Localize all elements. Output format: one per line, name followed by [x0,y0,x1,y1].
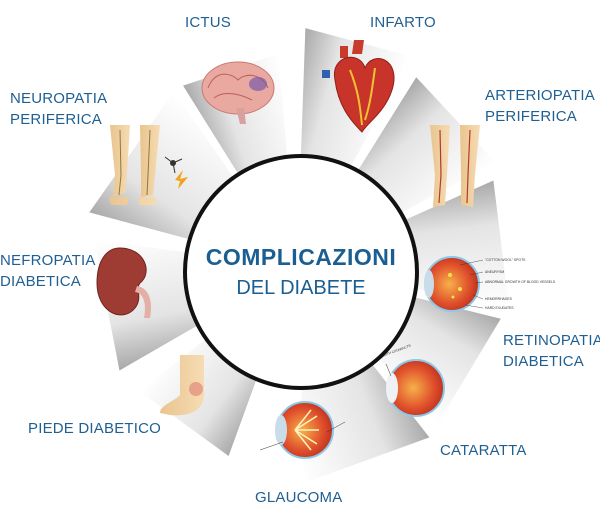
label-line: PERIFERICA [485,108,578,125]
label-arteriopatia: ARTERIOPATIA PERIFERICA [485,85,595,127]
kidney-icon [96,247,152,318]
retina-eye-icon: "COTTON WOOL" SPOTS ANEURYSM ABNORMAL GR… [424,256,556,312]
label-infarto: INFARTO [370,14,436,31]
foot-icon [160,355,204,416]
label-line: RETINOPATIA [503,332,600,349]
label-piede: PIEDE DIABETICO [28,420,162,437]
retina-annotation: ANEURYSM [485,270,504,274]
label-line: DIABETICA [0,273,81,290]
retina-annotation: HEMORRHAGES [485,297,513,301]
label-glaucoma: GLAUCOMA [255,489,343,506]
label-line: ARTERIOPATIA [485,87,595,104]
label-line: NEFROPATIA [0,252,96,269]
center-title-circle: COMPLICAZIONI DEL DIABETE [183,154,419,390]
retina-annotation: "COTTON WOOL" SPOTS [485,258,526,262]
label-line: DIABETICA [503,353,584,370]
label-ictus: ICTUS [185,14,231,31]
heart-icon [322,40,395,133]
label-line: NEUROPATIA [10,90,108,107]
brain-icon [201,61,275,124]
retina-annotation: HARD EXUDATES [485,306,514,310]
legs-arteries-icon [430,125,480,207]
label-neuropatia: NEUROPATIA PERIFERICA [10,88,107,130]
title-line-1: COMPLICAZIONI [205,244,397,270]
label-line: PERIFERICA [10,111,103,128]
legs-nerves-icon [109,125,188,205]
label-nefropatia: NEFROPATIA DIABETICA [0,250,96,292]
glaucoma-eye-icon [259,401,346,459]
title-line-2: DEL DIABETE [236,277,366,299]
retina-annotation: ABNORMAL GROWTH OF BLOOD VESSELS [485,280,556,284]
label-retinopatia: RETINOPATIA DIABETICA [503,330,600,372]
label-cataratta: CATARATTA [440,442,527,459]
